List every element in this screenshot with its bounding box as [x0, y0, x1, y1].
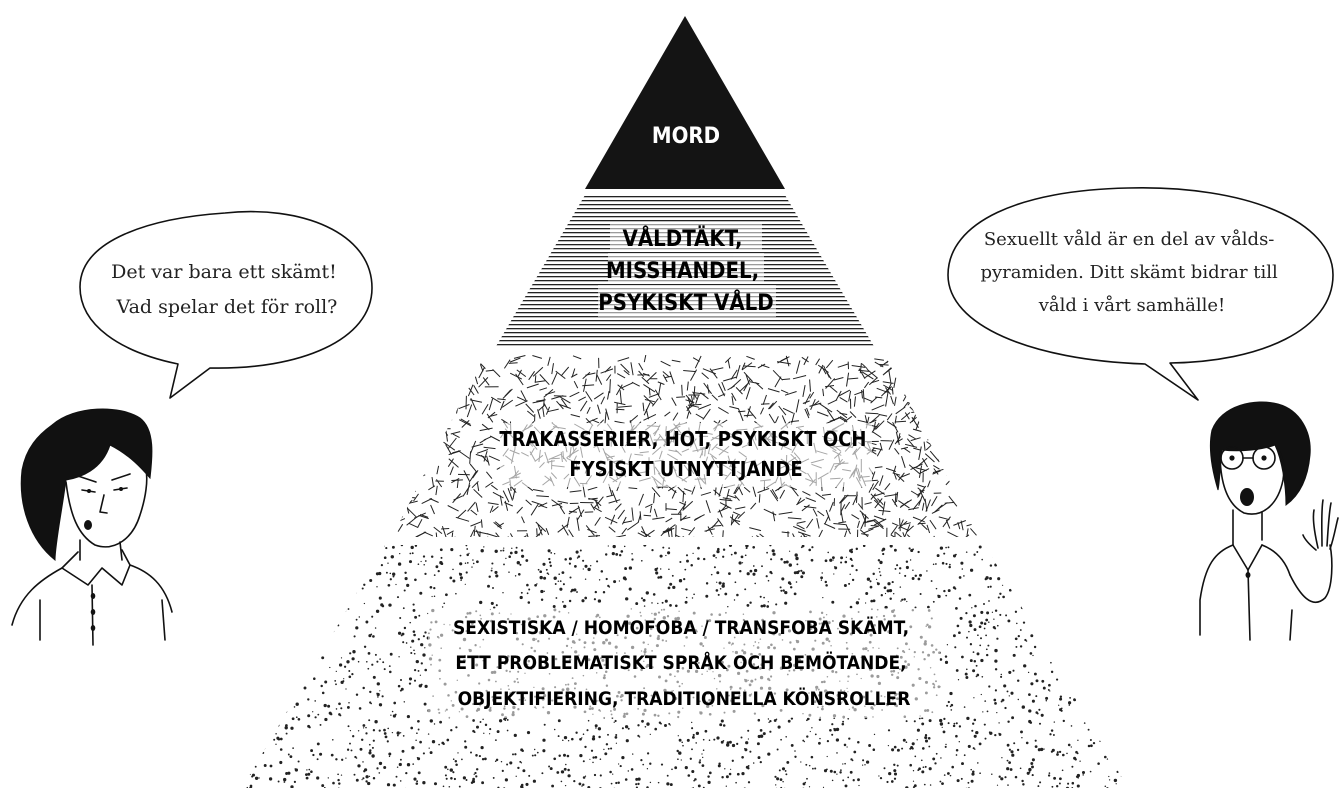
right-character-hand	[1302, 499, 1339, 551]
pyramid-tier-top: MORD	[585, 16, 785, 189]
speech-bubble-right: Sexuellt våld är en del av vålds- pyrami…	[947, 187, 1334, 401]
tier-top-label: MORD	[652, 124, 720, 149]
right-character	[1199, 401, 1339, 641]
speech-bubble-left-text: Det var bara ett skämt! Vad spelar det f…	[111, 261, 343, 318]
pyramid-tier-base: SEXISTISKA / HOMOFOBA / TRANSFOBA SKÄMT,…	[242, 545, 1128, 788]
tier-base-label-bg	[428, 608, 940, 718]
tier-third-label-bg	[500, 423, 872, 487]
pyramid-tier-third: TRAKASSERIER, HOT, PSYKISKT OCH FYSISKT …	[392, 355, 978, 537]
tier-second-label: VÅLDTÄKT, MISSHANDEL, PSYKISKT VÅLD	[598, 226, 773, 316]
left-character	[11, 408, 173, 646]
speech-bubble-right-text: Sexuellt våld är en del av vålds- pyrami…	[980, 228, 1283, 316]
speech-bubble-left: Det var bara ett skämt! Vad spelar det f…	[79, 210, 373, 399]
right-character-hair	[1209, 401, 1311, 506]
left-character-shirt	[11, 567, 63, 626]
right-character-glasses	[1220, 446, 1276, 470]
tier-top-shape	[585, 16, 785, 189]
right-character-face	[1219, 445, 1285, 515]
pyramid-tier-second: VÅLDTÄKT, MISSHANDEL, PSYKISKT VÅLD	[495, 195, 875, 348]
tier-second-label-bg	[598, 222, 776, 317]
left-character-hair	[20, 408, 153, 562]
right-character-arm	[1289, 544, 1333, 604]
tier-third-label: TRAKASSERIER, HOT, PSYKISKT OCH FYSISKT …	[499, 427, 872, 481]
left-character-face	[65, 469, 148, 548]
tier-base-label: SEXISTISKA / HOMOFOBA / TRANSFOBA SKÄMT,…	[453, 615, 915, 710]
